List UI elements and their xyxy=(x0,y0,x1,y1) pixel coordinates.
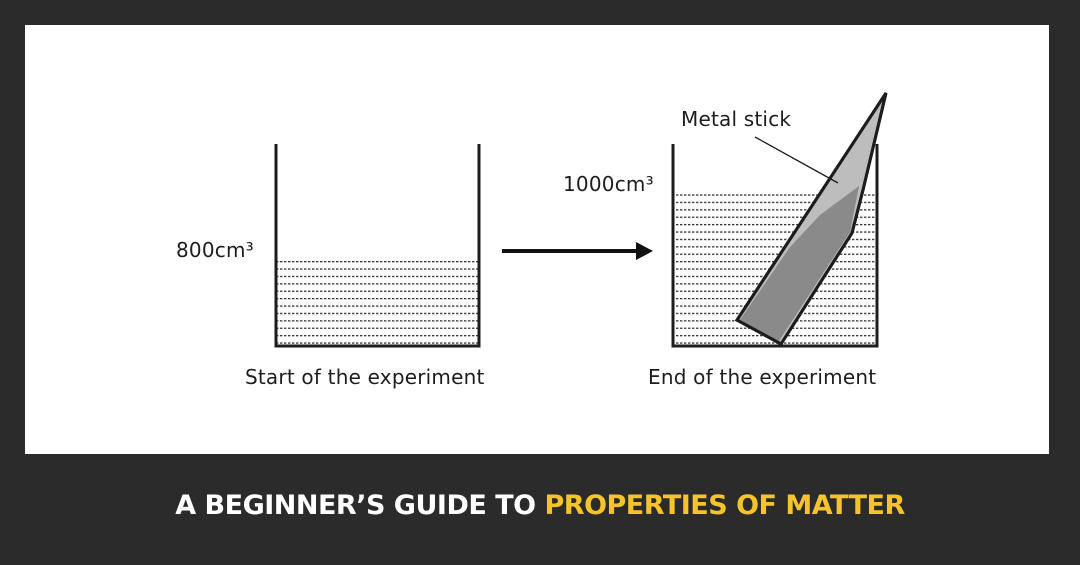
metal-stick-label: Metal stick xyxy=(681,107,792,131)
title-white: A BEGINNER’S GUIDE TO xyxy=(175,490,536,521)
right-arrow-icon xyxy=(502,242,653,260)
metal-stick-pointer xyxy=(754,136,839,184)
right-caption: End of the experiment xyxy=(648,365,877,389)
title-highlight: PROPERTIES OF MATTER xyxy=(544,490,905,521)
left-caption: Start of the experiment xyxy=(245,365,485,389)
left-volume-label: 800cm³ xyxy=(176,238,254,262)
right-volume-label: 1000cm³ xyxy=(563,172,654,196)
metal-stick xyxy=(734,92,888,346)
left-water xyxy=(277,257,478,345)
left-beaker xyxy=(274,144,481,348)
page-title: A BEGINNER’S GUIDE TO PROPERTIES OF MATT… xyxy=(0,490,1080,521)
